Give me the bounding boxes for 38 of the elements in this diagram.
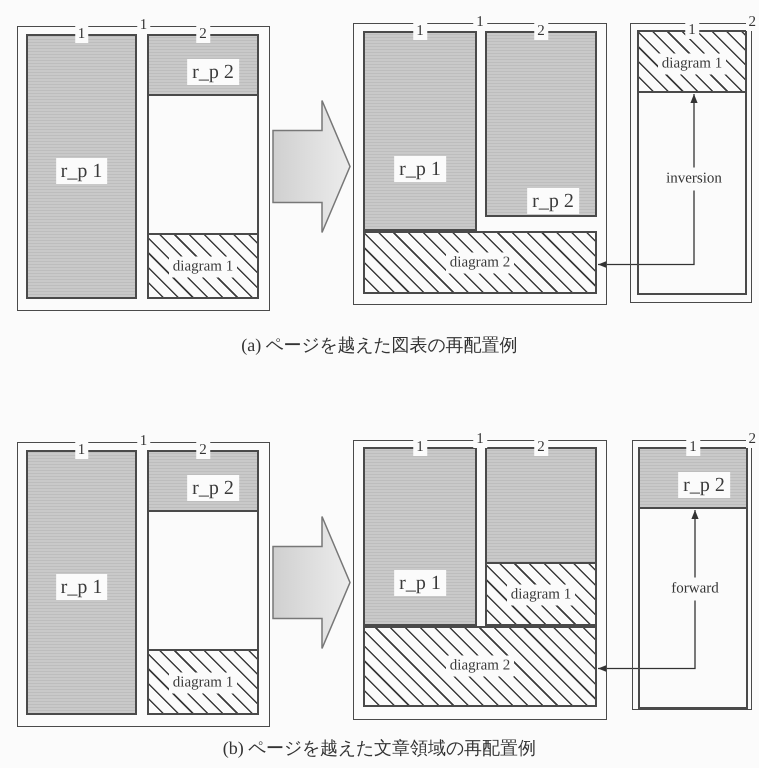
region-label: r_p 1 (56, 158, 108, 184)
figure-region (363, 626, 597, 707)
figure-label: diagram 2 (446, 252, 514, 274)
column-number: 1 (685, 22, 699, 39)
page-number: 1 (473, 431, 487, 448)
block-arrow (272, 516, 351, 650)
figure-label: diagram 1 (507, 584, 575, 606)
figure-region (147, 649, 259, 715)
block-arrow (272, 100, 351, 234)
edge-label: inversion (664, 168, 724, 191)
figure-label: diagram 1 (169, 256, 237, 278)
caption: (b) ページを越えた文章領域の再配置例 (222, 737, 538, 760)
column-number: 2 (534, 439, 548, 456)
figure-region (363, 231, 597, 294)
column-number: 2 (196, 26, 210, 43)
figure-label: diagram 1 (169, 672, 237, 694)
edge-label: forward (669, 578, 721, 601)
figure-label: diagram 1 (658, 54, 726, 74)
figure-region (485, 562, 597, 626)
column-number: 1 (413, 439, 427, 456)
column-number: 1 (74, 442, 88, 459)
arrow (598, 94, 698, 268)
region-label: r_p 2 (527, 188, 579, 214)
column-number: 1 (686, 439, 700, 456)
column-number: 1 (74, 26, 88, 43)
region-label: r_p 1 (394, 570, 446, 596)
region-label: r_p 2 (187, 475, 239, 501)
region-label: r_p 1 (394, 156, 446, 182)
column-number: 1 (413, 23, 427, 40)
column-number: 2 (534, 23, 548, 40)
caption: (a) ページを越えた図表の再配置例 (240, 334, 519, 357)
region-label: r_p 2 (187, 59, 239, 85)
figure-label: diagram 2 (446, 656, 514, 676)
column-number: 2 (196, 442, 210, 459)
region-label: r_p 2 (678, 472, 730, 498)
figure-region (147, 233, 259, 299)
arrow (598, 510, 699, 672)
region-label: r_p 1 (56, 574, 108, 600)
